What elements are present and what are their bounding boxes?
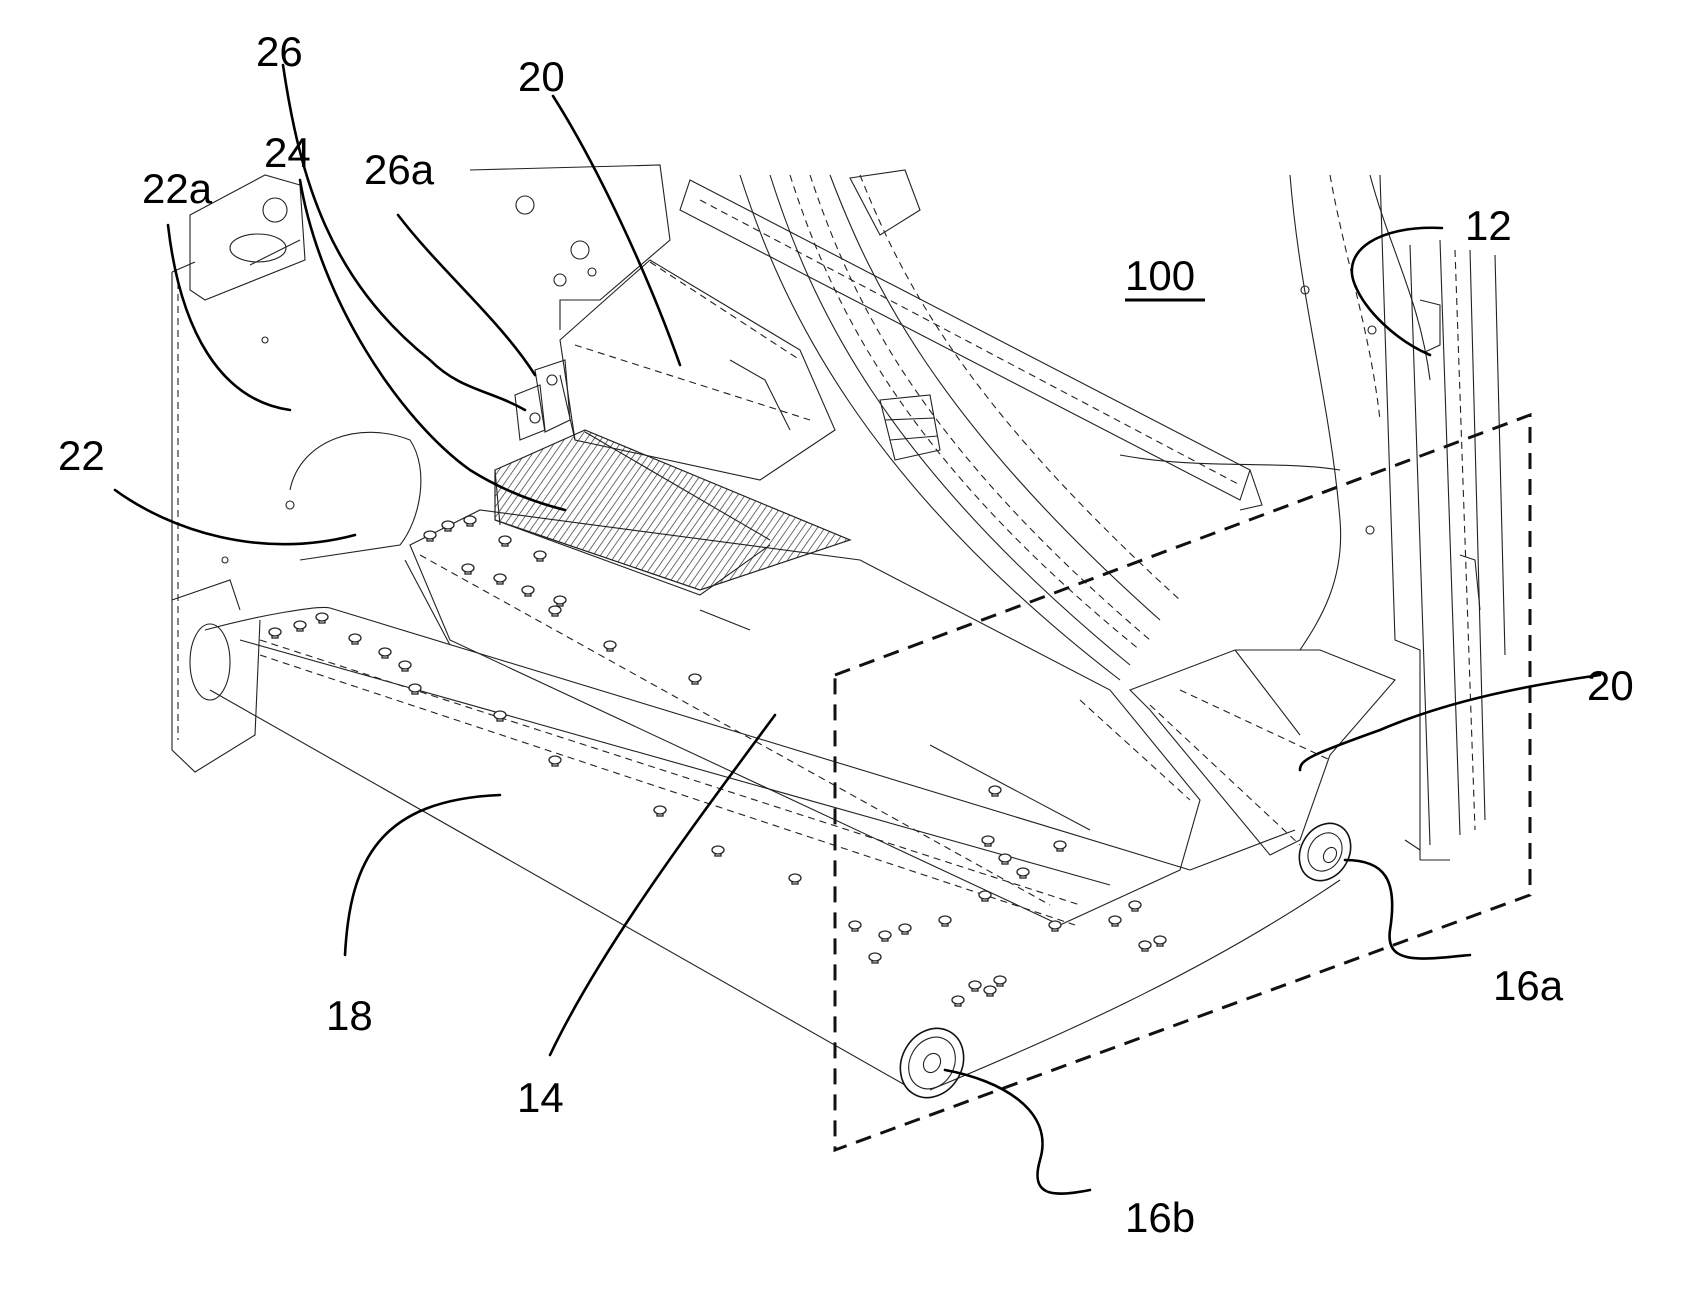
bolt-head <box>379 648 391 658</box>
bolt-head <box>399 661 411 671</box>
curved-chute <box>740 170 1180 680</box>
bolt-head <box>689 674 701 684</box>
filter-screen <box>495 430 850 595</box>
bolt-head <box>554 596 566 606</box>
roller-16a <box>1289 814 1361 890</box>
label-26: 26 <box>256 28 303 75</box>
right-housing <box>1120 175 1430 650</box>
bolt-head <box>849 921 861 931</box>
bolt-head <box>349 634 361 644</box>
bolt-head <box>316 613 328 623</box>
bolt-head <box>994 976 1006 986</box>
bolt-head <box>604 641 616 651</box>
label-16a: 16a <box>1493 962 1564 1009</box>
label-100: 100 <box>1125 252 1195 299</box>
bolt-head <box>294 621 306 631</box>
bolt-head <box>999 854 1011 864</box>
bolt-head <box>409 684 421 694</box>
leader-18 <box>345 795 500 955</box>
bolt-head <box>789 874 801 884</box>
label-20-right: 20 <box>1587 662 1634 709</box>
bolt-head <box>1017 868 1029 878</box>
label-20-top: 20 <box>518 53 565 100</box>
detail-box <box>835 415 1530 1150</box>
label-22: 22 <box>58 432 105 479</box>
bolt-head <box>939 916 951 926</box>
leader-16b <box>945 1070 1090 1194</box>
bolt-head <box>534 551 546 561</box>
bolt-head <box>984 986 996 996</box>
upper-frame <box>680 180 1262 510</box>
leader-20-right <box>1300 675 1600 770</box>
vertical-rail <box>1380 175 1505 860</box>
leader-22a <box>168 225 290 410</box>
bolt-head <box>879 931 891 941</box>
label-12: 12 <box>1465 202 1512 249</box>
bolt-head <box>549 606 561 616</box>
bolt-head <box>1129 901 1141 911</box>
bolt-head <box>549 756 561 766</box>
bolt-head <box>464 516 476 526</box>
bolt-head <box>712 846 724 856</box>
label-14: 14 <box>517 1074 564 1121</box>
bolts <box>269 516 1166 1006</box>
leader-26 <box>283 65 525 410</box>
bolt-head <box>869 953 881 963</box>
bolt-head <box>989 786 1001 796</box>
leader-20-top <box>553 96 680 365</box>
bolt-head <box>654 806 666 816</box>
bolt-head <box>442 521 454 531</box>
bolt-head <box>979 891 991 901</box>
conveyor-plate <box>405 510 1200 925</box>
bolt-head <box>494 574 506 584</box>
bolt-head <box>1139 941 1151 951</box>
label-16b: 16b <box>1125 1194 1195 1241</box>
bolt-head <box>494 711 506 721</box>
bolt-head <box>269 628 281 638</box>
deflector-lower <box>1130 650 1395 855</box>
leader-12 <box>1352 228 1442 355</box>
bracket-26 <box>515 360 570 440</box>
roller-16b <box>888 1017 976 1109</box>
label-22a: 22a <box>142 165 213 212</box>
leader-14 <box>550 715 775 1055</box>
bolt-head <box>1154 936 1166 946</box>
side-panel <box>172 175 421 772</box>
bolt-head <box>982 836 994 846</box>
label-18: 18 <box>326 992 373 1039</box>
bolt-head <box>969 981 981 991</box>
bolt-head <box>1054 841 1066 851</box>
leader-22 <box>115 490 355 544</box>
bolt-head <box>522 586 534 596</box>
reference-labels: 26 20 24 26a 22a 22 12 100 20 16a 18 14 … <box>58 28 1634 1241</box>
bolt-head <box>899 924 911 934</box>
label-26a: 26a <box>364 146 435 193</box>
bolt-head <box>1049 921 1061 931</box>
bolt-head <box>499 536 511 546</box>
back-wall <box>470 165 670 330</box>
bolt-head <box>462 564 474 574</box>
bolt-head <box>424 531 436 541</box>
bolt-head <box>1109 916 1121 926</box>
label-24: 24 <box>264 129 311 176</box>
bolt-head <box>952 996 964 1006</box>
leader-16a <box>1345 860 1470 959</box>
